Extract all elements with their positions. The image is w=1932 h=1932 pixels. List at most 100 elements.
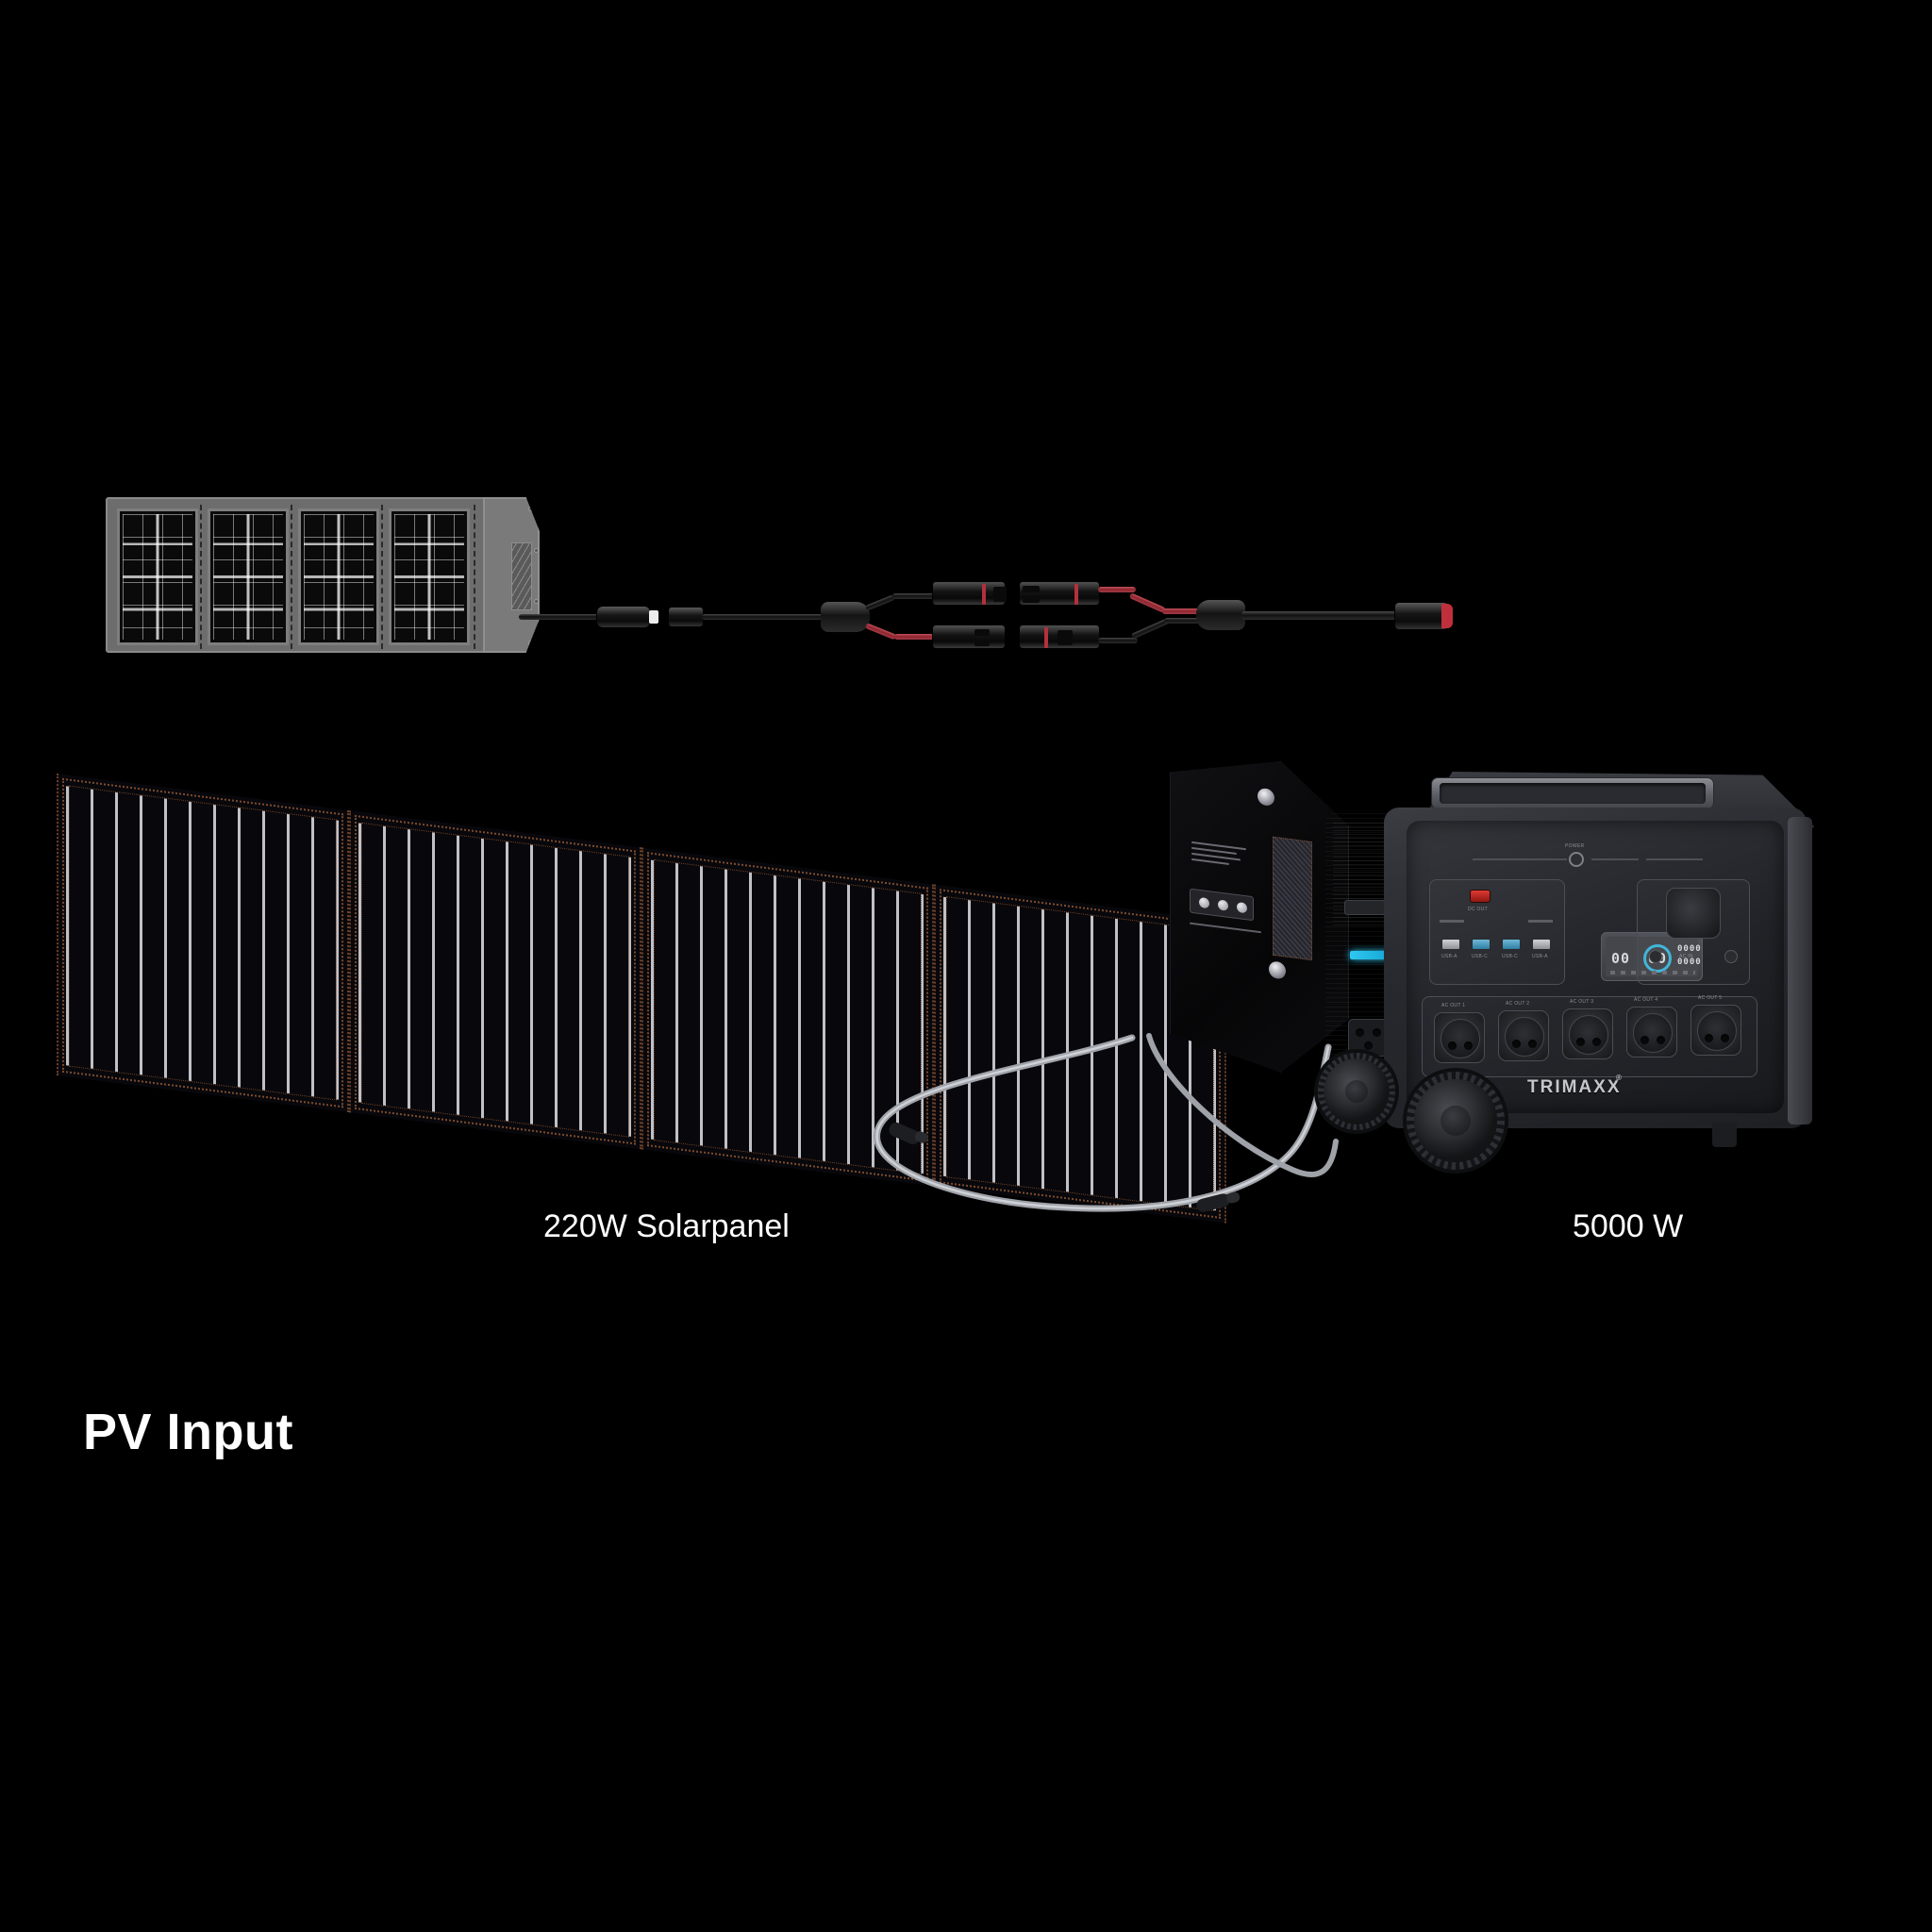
mc4-connector-male-1	[1019, 581, 1100, 606]
folding-solar-panel-schematic	[106, 497, 549, 653]
carry-handle-grip	[1440, 783, 1706, 804]
usb-label-4: USB-A	[1532, 954, 1548, 959]
station-corner-right	[1788, 817, 1812, 1124]
schematic-fold-4	[474, 505, 475, 649]
mc4-latch-upper	[974, 629, 990, 636]
usb-c-port-2[interactable]	[1502, 939, 1521, 950]
caption-solar-panel: 220W Solarpanel	[543, 1208, 790, 1244]
station-foot-right	[1712, 1123, 1737, 1147]
lcd-right-line-1: 0000	[1677, 944, 1702, 954]
usb-section-label: DC OUT	[1468, 907, 1488, 912]
merge-wire-positive-c	[1162, 608, 1202, 614]
merge-wire-negative-a	[1098, 638, 1138, 643]
brand-mark-face: ®	[1616, 1074, 1624, 1082]
ac-inlet-socket[interactable]	[1666, 888, 1721, 939]
schematic-panel-head	[483, 497, 540, 653]
splitter-branch-negative-a	[864, 594, 895, 611]
ac-outlet-2[interactable]	[1498, 1010, 1549, 1061]
mc4-accent-ring	[982, 584, 986, 605]
output-lead-wire	[1241, 611, 1402, 620]
usb-c-port-1[interactable]	[1472, 939, 1491, 950]
ac-outlet-label-4: AC OUT 4	[1634, 997, 1658, 1003]
transport-wheel-rear	[1318, 1053, 1395, 1130]
pv-input-cable-assembly	[519, 566, 1509, 670]
schematic-screw-2	[534, 548, 539, 553]
schematic-fold-2	[291, 505, 292, 649]
schematic-screw-1	[528, 507, 533, 511]
mc4-accent-ring	[1074, 584, 1078, 605]
ac-outlet-3[interactable]	[1562, 1008, 1613, 1059]
transport-wheel-front	[1407, 1072, 1505, 1170]
ac-outlet-4[interactable]	[1626, 1007, 1677, 1058]
merge-wire-negative-c	[1164, 618, 1202, 624]
usb-label-2: USB-C	[1472, 954, 1489, 959]
merge-wire-positive-b	[1128, 592, 1166, 614]
power-button[interactable]	[1569, 852, 1584, 867]
splitter-branch-negative-b	[892, 593, 936, 599]
schematic-panel-body	[106, 497, 497, 653]
splitter-input-wire	[702, 614, 826, 620]
junction-box-terminal-2	[1218, 899, 1228, 910]
usb-a-port-2[interactable]	[1532, 939, 1551, 950]
schematic-cell-3	[298, 508, 379, 645]
brand-logo-face: TRIMAXX	[1527, 1077, 1622, 1097]
mc4-notch	[1058, 630, 1073, 645]
splitter-branch-positive-b	[894, 634, 936, 640]
dc-input-port[interactable]	[1348, 1019, 1388, 1057]
end-connector-red-cap	[1441, 604, 1453, 628]
panel-lead-wire	[519, 614, 604, 620]
mc4-connector-female-1	[932, 581, 1007, 606]
usb-label-3: USB-C	[1502, 954, 1519, 959]
mounting-grommet-bottom	[1269, 960, 1286, 979]
face-rule-mid	[1591, 858, 1639, 860]
inline-connector-left	[889, 1122, 928, 1144]
mc4-latch-lower	[1023, 596, 1040, 603]
indicator-right	[1724, 950, 1738, 963]
page-title: PV Input	[83, 1404, 293, 1460]
velcro-strip	[1273, 837, 1312, 960]
status-led-strip	[1350, 951, 1390, 959]
caption-power-station: 5000 W	[1573, 1208, 1684, 1244]
certification-marks	[1190, 923, 1265, 945]
schematic-fold-1	[200, 505, 202, 649]
face-rule-left	[1473, 858, 1567, 860]
dc-barrel-connector-female	[668, 607, 704, 627]
lcd-left-value: 00	[1611, 950, 1631, 967]
usb-label-1: USB-A	[1441, 954, 1457, 959]
mc4-connector-female-2	[1019, 625, 1100, 649]
junction-box-terminal-1	[1199, 897, 1209, 908]
solar-to-station-cable	[874, 1033, 1339, 1212]
schematic-fold-3	[381, 505, 383, 649]
mc4-connector-male-2	[932, 625, 1006, 649]
power-label: POWER	[1565, 843, 1585, 849]
lcd-status-icons	[1610, 971, 1695, 974]
ac-outlet-label-5: AC OUT 5	[1698, 995, 1723, 1001]
lcd-right-line-2: 0000	[1677, 958, 1702, 967]
carry-handle[interactable]	[1431, 777, 1714, 809]
schematic-cell-2	[208, 508, 289, 645]
inline-connector-right	[1196, 1191, 1241, 1212]
usb-divider-right	[1528, 920, 1553, 923]
y-merge-body	[1196, 600, 1245, 630]
schematic-cell-1	[117, 508, 198, 645]
dc-barrel-connector-male	[596, 606, 651, 628]
ac-outlet-5[interactable]	[1690, 1005, 1741, 1056]
trimaxx-5000w-power-station: TRIMAXX ® POWER DC OUT USB-A USB-C	[1316, 772, 1863, 1177]
vent-grille-icon	[511, 542, 532, 610]
ac-outlet-label-1: AC OUT 1	[1441, 1003, 1466, 1008]
solar-panel-segment-2	[349, 810, 641, 1150]
patch-cable-path	[874, 1034, 1332, 1212]
special-outlet-label: AC IN	[1679, 954, 1693, 959]
spec-label	[1191, 841, 1254, 887]
usb-a-port-1[interactable]	[1441, 939, 1460, 950]
schematic-cell-4	[389, 508, 470, 645]
ac-outlet-1[interactable]	[1434, 1012, 1485, 1063]
junction-box	[1190, 889, 1254, 922]
mounting-grommet-top	[1257, 788, 1274, 807]
junction-box-terminal-3	[1237, 902, 1247, 913]
indicator-left	[1649, 950, 1662, 963]
patch-cable-path-2	[1146, 1033, 1339, 1177]
usb-divider-left	[1440, 920, 1464, 923]
dc-power-button[interactable]	[1470, 890, 1491, 903]
